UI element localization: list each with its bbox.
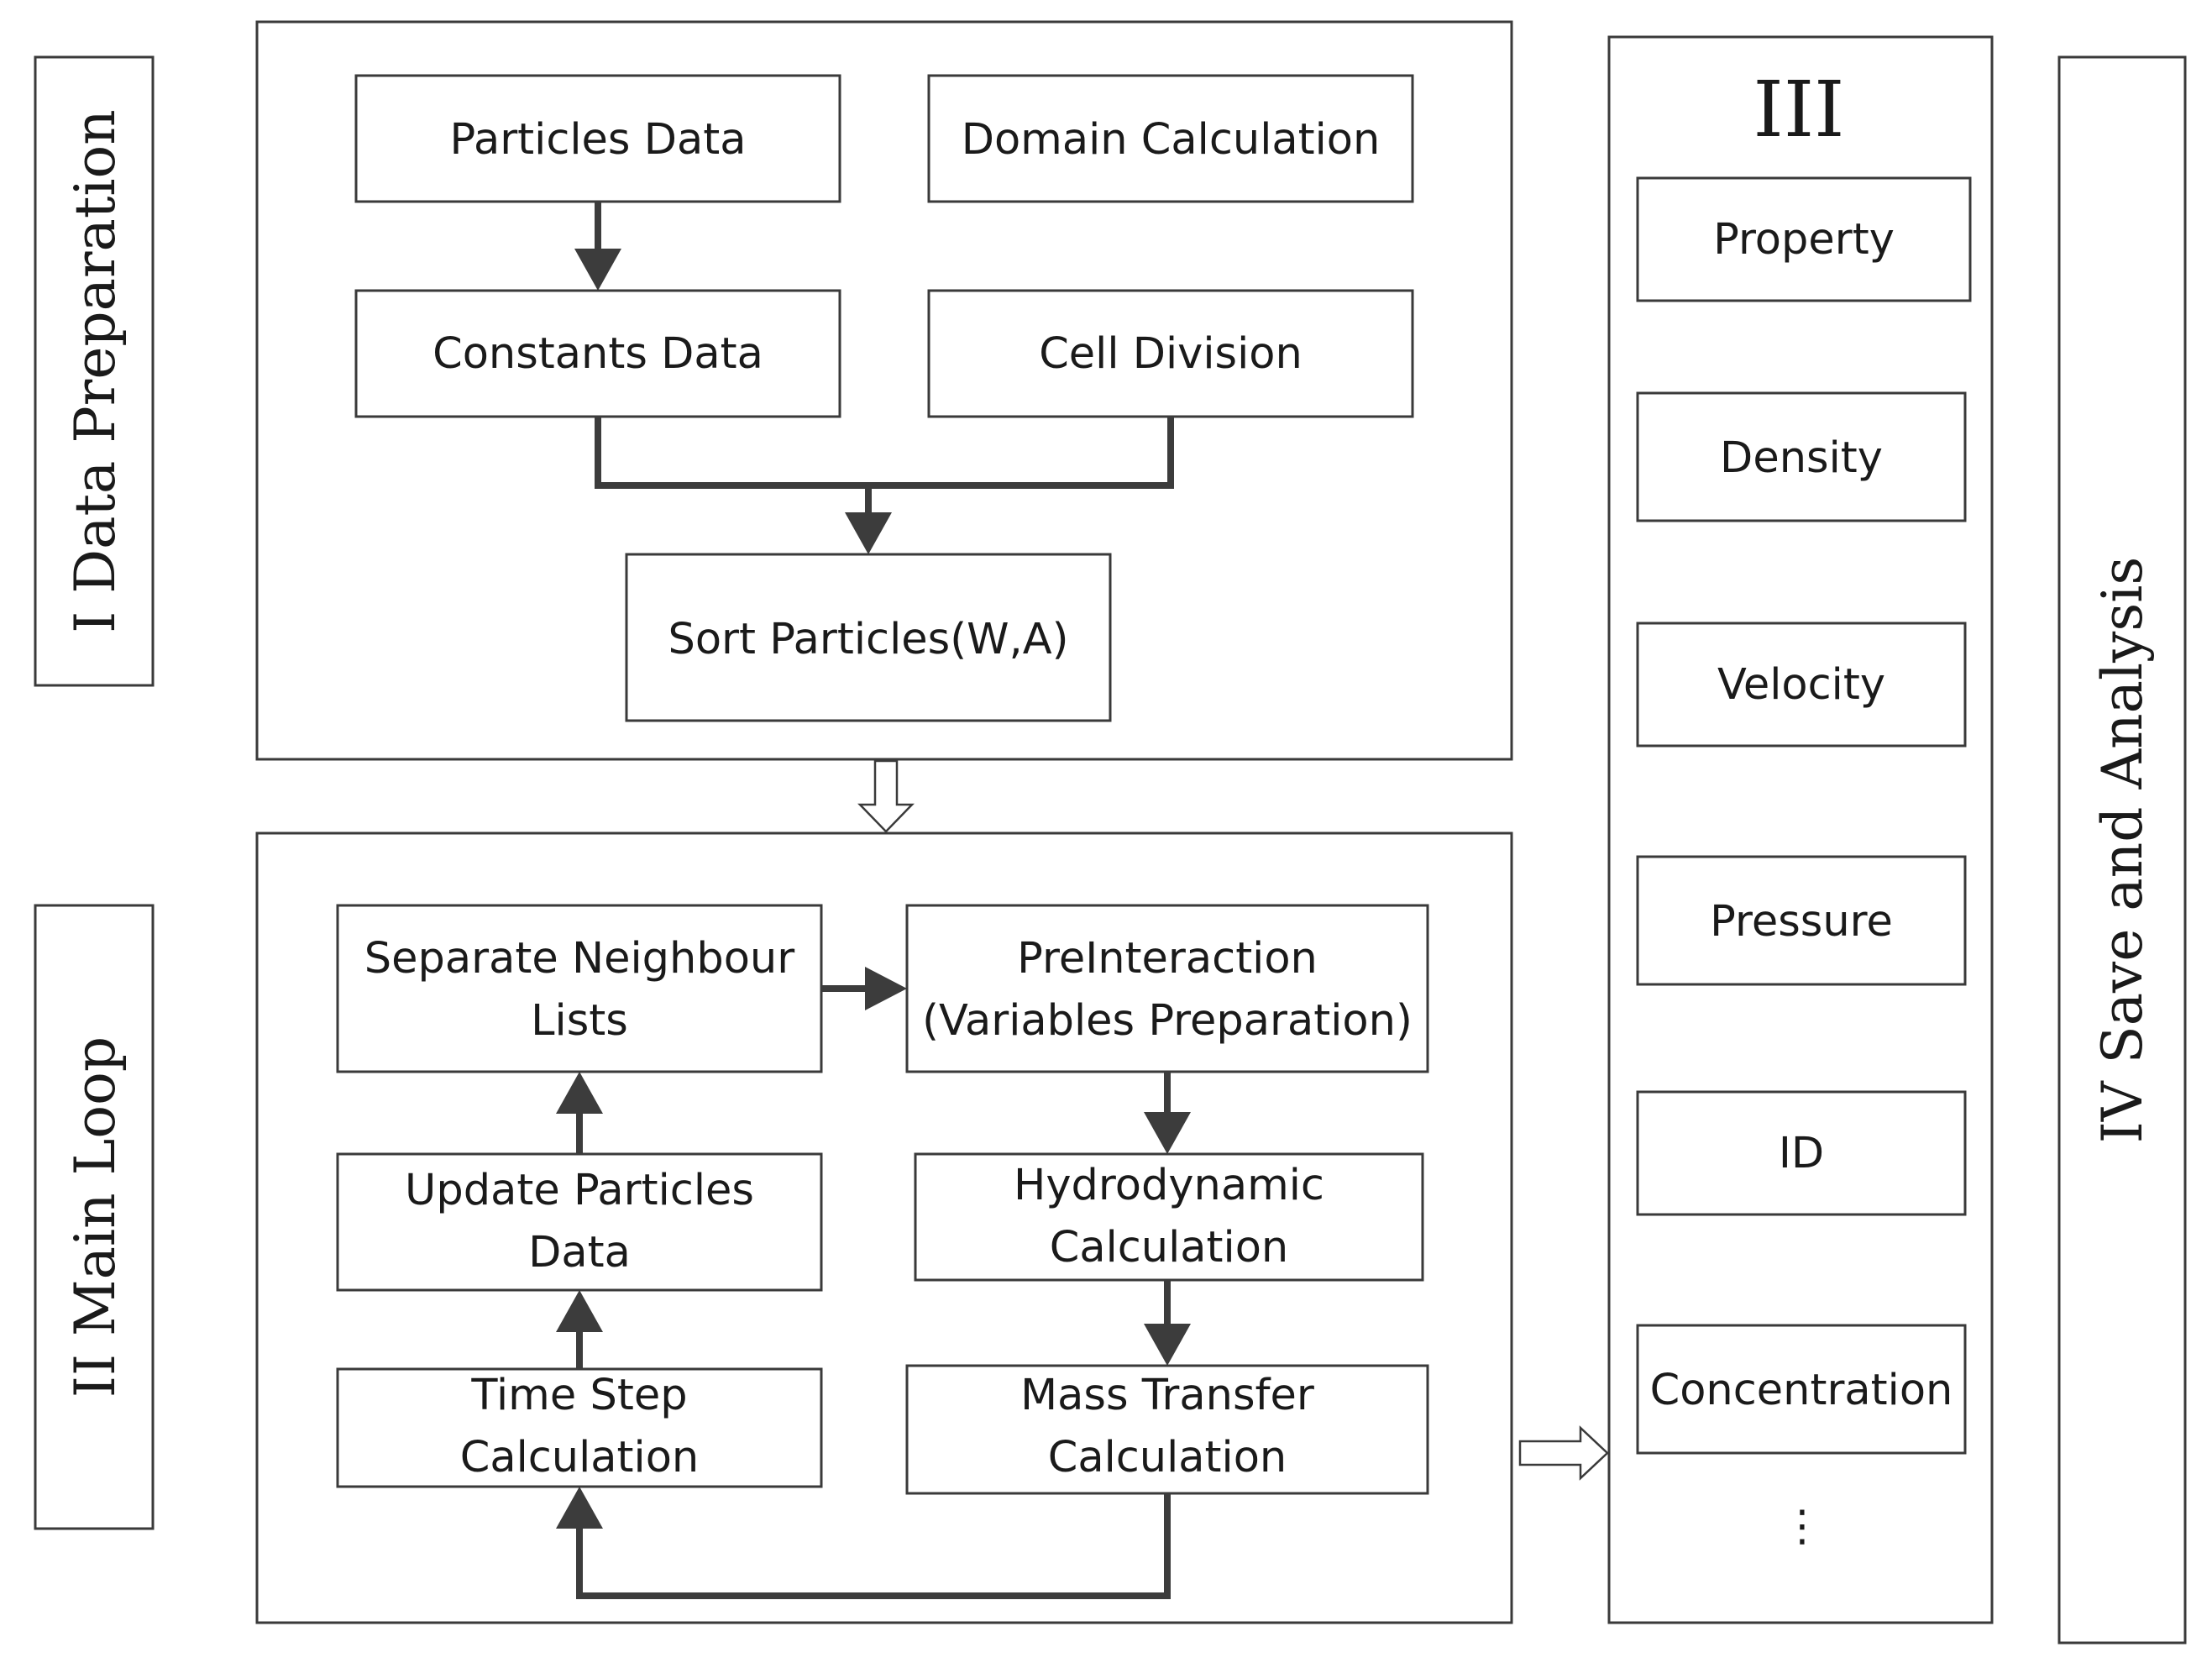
arrowhead-separate bbox=[556, 1072, 603, 1114]
stage3-label: III bbox=[1753, 65, 1844, 155]
stage4-label: IV Save and Analysis bbox=[2090, 557, 2155, 1143]
mass-transfer-label-2: Calculation bbox=[1048, 1433, 1287, 1482]
arrowhead-mass bbox=[1144, 1324, 1191, 1366]
output-concentration-box bbox=[1636, 1324, 1967, 1455]
particles-data-box bbox=[354, 74, 841, 203]
stage1-label: I Data Preparation bbox=[63, 109, 128, 633]
mass-transfer-box bbox=[905, 1364, 1429, 1495]
data-preparation-panel bbox=[255, 20, 1513, 761]
mass-transfer-label-1: Mass Transfer bbox=[1020, 1371, 1314, 1420]
output-property-box bbox=[1636, 176, 1972, 302]
output-velocity-box bbox=[1636, 622, 1967, 748]
output-pressure-box bbox=[1636, 855, 1967, 986]
hollow-arrow-down bbox=[857, 759, 915, 833]
arrowhead-update bbox=[556, 1290, 603, 1332]
output-property-label: Property bbox=[1713, 215, 1895, 265]
output-concentration-label: Concentration bbox=[1650, 1366, 1953, 1415]
hydrodynamic-label-1: Hydrodynamic bbox=[1014, 1161, 1324, 1210]
output-velocity-label: Velocity bbox=[1717, 660, 1885, 710]
loop-back-connector bbox=[576, 1493, 1171, 1599]
update-particles-box bbox=[336, 1152, 823, 1292]
output-panel bbox=[1607, 35, 1994, 1624]
output-density-box bbox=[1636, 391, 1967, 522]
update-particles-label-1: Update Particles bbox=[405, 1166, 754, 1215]
hydrodynamic-label-2: Calculation bbox=[1050, 1223, 1289, 1272]
output-id-label: ID bbox=[1779, 1129, 1824, 1178]
sort-particles-box bbox=[625, 553, 1112, 722]
main-loop-panel bbox=[255, 832, 1513, 1624]
arrowhead-constants bbox=[574, 249, 621, 291]
output-density-label: Density bbox=[1720, 433, 1883, 483]
arrowhead-sort bbox=[845, 512, 892, 554]
domain-calculation-box bbox=[927, 74, 1414, 203]
preinteraction-label-2: (Variables Preparation) bbox=[922, 996, 1413, 1046]
time-step-box bbox=[336, 1367, 823, 1488]
arrowhead-preinteraction bbox=[865, 967, 907, 1010]
domain-calculation-label: Domain Calculation bbox=[962, 115, 1381, 165]
time-step-label-2: Calculation bbox=[460, 1433, 700, 1482]
preinteraction-label-1: PreInteraction bbox=[1017, 934, 1318, 984]
time-step-label-1: Time Step bbox=[470, 1371, 687, 1420]
arrowhead-hydro bbox=[1144, 1112, 1191, 1154]
stage2-frame bbox=[34, 904, 155, 1530]
cell-division-label: Cell Division bbox=[1039, 329, 1303, 379]
particles-data-label: Particles Data bbox=[450, 115, 747, 165]
preinteraction-box bbox=[905, 904, 1429, 1073]
arrowhead-time-step bbox=[556, 1487, 603, 1529]
stage1-frame bbox=[34, 55, 155, 687]
update-particles-label-2: Data bbox=[528, 1228, 631, 1277]
separate-neighbour-label-2: Lists bbox=[531, 996, 628, 1046]
stage4-frame bbox=[2057, 55, 2187, 1645]
output-ellipsis: ⋮ bbox=[1781, 1502, 1824, 1551]
constants-data-box bbox=[354, 289, 841, 418]
constants-data-label: Constants Data bbox=[432, 329, 763, 379]
sort-particles-label: Sort Particles(W,A) bbox=[668, 615, 1068, 664]
separate-neighbour-label-1: Separate Neighbour bbox=[364, 934, 794, 984]
cell-division-box bbox=[927, 289, 1414, 418]
output-pressure-label: Pressure bbox=[1710, 897, 1893, 947]
stage2-label: II Main Loop bbox=[63, 1036, 128, 1398]
output-id-box bbox=[1636, 1090, 1967, 1216]
hollow-arrow-right bbox=[1518, 1425, 1609, 1481]
merge-connector bbox=[595, 417, 1174, 489]
separate-neighbour-box bbox=[336, 904, 823, 1073]
